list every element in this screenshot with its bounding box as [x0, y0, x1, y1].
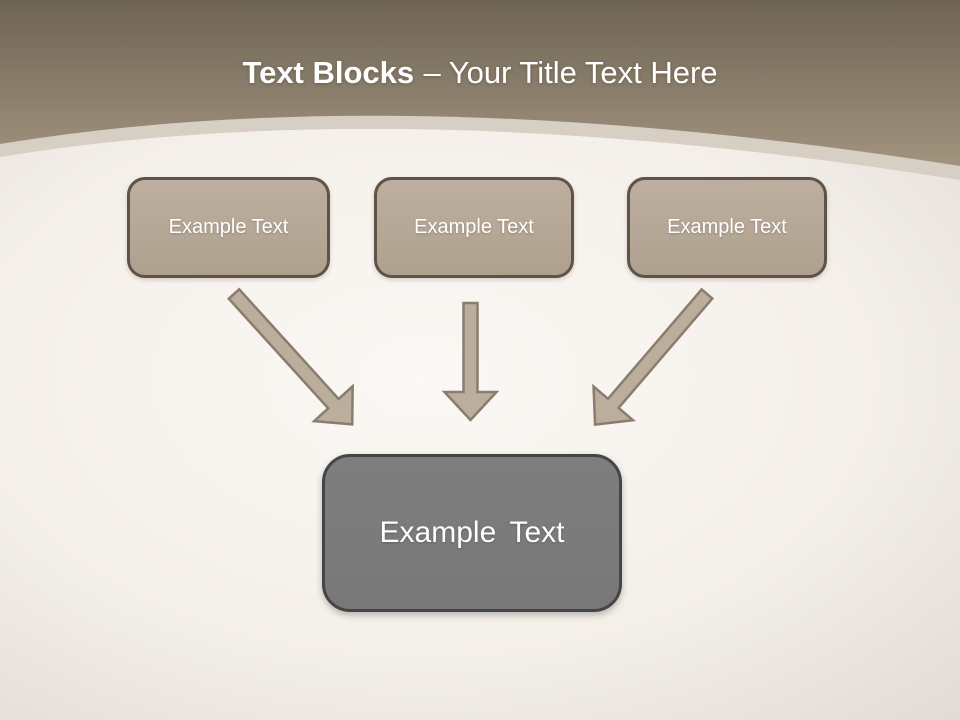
text-block-3-label: Example Text	[667, 216, 787, 238]
title-rest: – Your Title Text Here	[423, 55, 718, 90]
target-text-block-label: Example Text	[379, 516, 565, 549]
text-block-3: Example Text	[627, 177, 827, 278]
title-emphasis: Text Blocks	[242, 55, 415, 90]
text-block-1: Example Text	[127, 177, 330, 278]
slide-title: Text Blocks– Your Title Text Here	[0, 55, 960, 91]
text-block-2-label: Example Text	[414, 216, 534, 238]
text-block-1-label: Example Text	[168, 216, 289, 238]
text-block-2: Example Text	[374, 177, 574, 278]
target-text-block: Example Text	[322, 454, 622, 612]
